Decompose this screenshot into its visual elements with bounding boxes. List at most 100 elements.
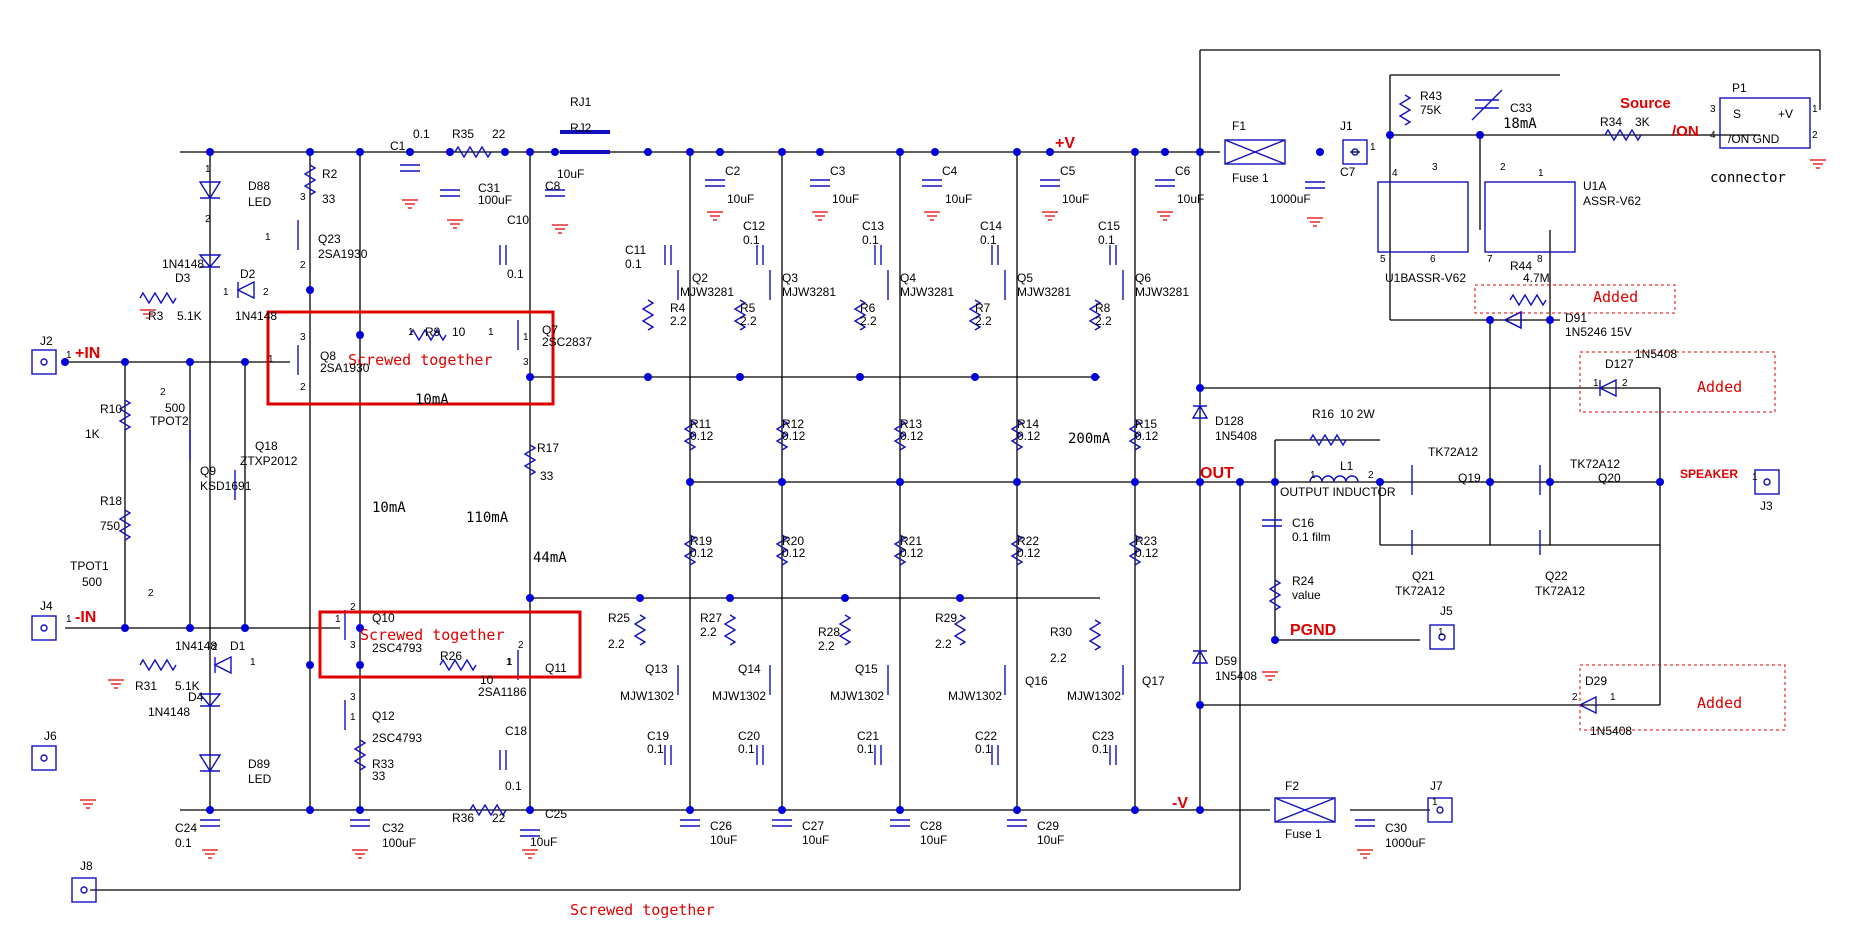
svg-text:Q4: Q4 [900,271,916,285]
svg-text:1N4148: 1N4148 [162,257,204,271]
svg-text:0.12: 0.12 [1135,429,1159,443]
svg-text:1: 1 [335,614,341,625]
svg-text:R11: R11 [690,417,711,431]
svg-text:1: 1 [1310,470,1316,481]
svg-text:Q5: Q5 [1017,271,1033,285]
svg-text:10uF: 10uF [557,167,584,181]
svg-text:C14: C14 [980,219,1002,233]
svg-text:4: 4 [1710,130,1716,141]
svg-text:0.1: 0.1 [413,127,430,141]
svg-text:3: 3 [300,192,306,203]
annotation-added-3: Added [1697,694,1742,712]
svg-text:R5: R5 [740,301,756,315]
svg-text:1: 1 [350,712,356,723]
svg-text:2: 2 [160,387,166,398]
svg-text:Q22: Q22 [1545,569,1568,583]
svg-text:2.2: 2.2 [670,314,687,328]
current-44ma: 44mA [533,550,567,566]
svg-text:2.2: 2.2 [1095,314,1112,328]
svg-text:2.2: 2.2 [935,637,952,651]
svg-text:10uF: 10uF [945,192,972,206]
svg-text:10: 10 [452,325,466,339]
svg-text:R26: R26 [440,649,462,663]
annotation-screwed-3: Screwed together [570,901,715,919]
current-18ma: 18mA [1503,116,1537,132]
svg-text:F1: F1 [1232,119,1246,133]
svg-text:1N5408: 1N5408 [1635,347,1677,361]
svg-text:0.1: 0.1 [738,742,755,756]
svg-text:+V: +V [1778,107,1793,121]
svg-text:1: 1 [66,614,72,625]
svg-text:1: 1 [265,232,271,243]
svg-text:10uF: 10uF [1062,192,1089,206]
annotation-added-2: Added [1697,378,1742,396]
ground-symbols [80,159,1826,859]
svg-text:2SC4793: 2SC4793 [372,731,422,745]
svg-text:MJW3281: MJW3281 [680,285,734,299]
svg-text:U1A: U1A [1583,179,1606,193]
svg-text:0.1 film: 0.1 film [1292,530,1331,544]
svg-text:0.12: 0.12 [1135,546,1159,560]
svg-text:R44: R44 [1510,259,1532,273]
svg-text:1N4148: 1N4148 [148,705,190,719]
svg-text:S: S [1733,107,1741,121]
svg-text:Q12: Q12 [372,709,395,723]
svg-text:Q14: Q14 [738,662,761,676]
svg-text:C18: C18 [505,724,527,738]
svg-text:C26: C26 [710,819,732,833]
svg-text:2: 2 [1622,378,1628,389]
svg-text:1N5246 15V: 1N5246 15V [1565,325,1632,339]
svg-text:J8: J8 [80,859,93,873]
svg-text:2: 2 [205,214,211,225]
svg-text:Q8: Q8 [320,349,336,363]
svg-text:Q20: Q20 [1598,471,1621,485]
svg-text:R28: R28 [818,625,840,639]
svg-text:0.12: 0.12 [690,546,714,560]
svg-text:2: 2 [1368,470,1374,481]
svg-text:C19: C19 [647,729,669,743]
svg-text:2.2: 2.2 [1050,651,1067,665]
svg-text:C3: C3 [830,164,846,178]
rail-pos-label: +V [1055,135,1075,152]
svg-text:J4: J4 [40,599,53,613]
svg-text:J5: J5 [1440,604,1453,618]
svg-text:5.1K: 5.1K [175,679,200,693]
svg-text:33: 33 [322,192,336,206]
svg-text:8: 8 [1537,254,1543,265]
svg-text:33: 33 [372,769,386,783]
svg-text:10: 10 [480,673,494,687]
svg-text:TPOT2: TPOT2 [150,414,189,428]
svg-text:D127: D127 [1605,357,1634,371]
svg-text:0.1: 0.1 [975,742,992,756]
svg-text:10uF: 10uF [1037,833,1064,847]
svg-text:500: 500 [82,575,102,589]
svg-text:2: 2 [350,602,356,613]
svg-text:L1: L1 [1340,459,1354,473]
svg-text:C12: C12 [743,219,765,233]
svg-text:1K: 1K [85,427,100,441]
svg-text:10uF: 10uF [832,192,859,206]
svg-text:Q11: Q11 [545,661,567,675]
svg-text:RJ2: RJ2 [570,121,592,135]
svg-text:10uF: 10uF [727,192,754,206]
current-200ma: 200mA [1068,431,1111,447]
input-pos-label: +IN [75,345,100,362]
rail-out-label: OUT [1200,465,1234,482]
svg-text:500: 500 [165,401,185,415]
svg-text:R13: R13 [900,417,922,431]
svg-text:D91: D91 [1565,311,1587,325]
svg-text:C10: C10 [507,213,529,227]
input-neg-label: -IN [75,609,96,626]
svg-text:C11: C11 [625,243,646,257]
svg-text:1N4148: 1N4148 [235,309,277,323]
svg-text:J2: J2 [40,334,53,348]
svg-text:1: 1 [1438,627,1444,638]
svg-text:C29: C29 [1037,819,1059,833]
svg-text:0.1: 0.1 [625,257,642,271]
svg-text:/ON GND: /ON GND [1728,132,1780,146]
svg-text:1: 1 [66,350,72,361]
svg-text:C13: C13 [862,219,884,233]
svg-text:2: 2 [263,287,269,298]
svg-text:U1B: U1B [1385,271,1408,285]
svg-text:10uF: 10uF [920,833,947,847]
